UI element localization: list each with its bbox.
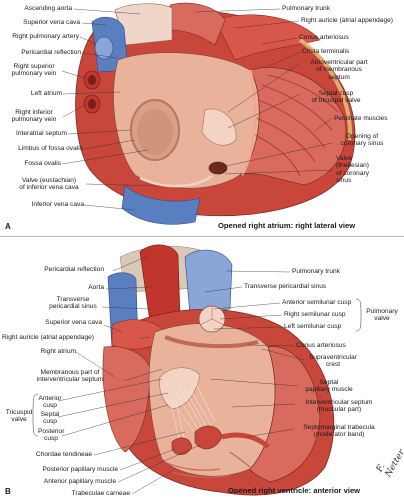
ascending-aorta-shape [114, 3, 173, 46]
tricuspid-brace [32, 393, 39, 437]
label-right-auricle-b: Right auricle (atrial appendage) [2, 334, 95, 341]
septomarginal-trabecula-shape [221, 432, 270, 449]
label-pericardial-reflection-b: Pericardial reflection [44, 266, 104, 273]
pulmonary-trunk-shape-b [184, 249, 233, 316]
panel-b-caption: Opened right ventricle: anterior view [228, 486, 361, 495]
label-right-superior-pulmonary-vein: Right superior pulmonary vein [11, 63, 57, 78]
label-pectinate-muscles: Pectinate muscles [334, 115, 388, 122]
supraventricular-crest-shape [164, 335, 259, 349]
panel-b-letter: B [5, 487, 11, 496]
label-septal-cusp-b: Septal cusp [40, 411, 60, 426]
label-right-semilunar-cusp: Right semilunar cusp [284, 311, 346, 318]
label-inferior-vena-cava: Inferior vena cava [31, 201, 84, 208]
panel-a-letter: A [5, 222, 11, 231]
label-limbus-of-fossa-ovalis: Limbus of fossa ovalis [18, 145, 83, 152]
label-pulmonary-trunk-b: Pulmonary trunk [292, 268, 341, 275]
right-ventricle-illustration [32, 244, 362, 496]
coronary-sinus-opening-shape [208, 161, 228, 175]
pulmonary-trunk-shape [169, 2, 226, 46]
anterior-papillary-muscle-shape [194, 425, 223, 450]
label-superior-vena-cava-b: Superior vena cava [45, 319, 102, 326]
label-valve-eustachian: Valve (eustachian) of inferior vena cava [19, 177, 79, 192]
label-pericardial-reflection: Pericardial reflection [21, 49, 81, 56]
panel-a-right-atrium: Ascending aorta Superior vena cava Right… [0, 0, 404, 236]
panel-a-caption: Opened right atrium: right lateral view [218, 221, 356, 230]
pulmonary-valve-brace [355, 298, 362, 332]
label-right-pulmonary-artery: Right pulmonary artery [12, 33, 79, 40]
reflected-ventricular-wall [249, 346, 321, 483]
label-septal-cusp-tricuspid: Septal cusp of tricuspid valve [311, 90, 361, 105]
septal-cusp-shape [201, 108, 237, 146]
label-interatrial-septum: Interatrial septum [16, 130, 67, 137]
panel-b-leader-lines [57, 254, 305, 495]
label-pulmonary-valve: Pulmonary valve [366, 308, 398, 323]
label-aorta-b: Aorta [88, 284, 104, 291]
label-transverse-pericardial-sinus-left: Transverse pericardial sinus [49, 296, 97, 311]
label-pulmonary-trunk: Pulmonary trunk [282, 5, 331, 12]
panel-b-right-ventricle: Pericardial reflection Aorta Transverse … [0, 237, 404, 500]
label-superior-vena-cava: Superior vena cava [23, 19, 80, 26]
label-trabeculae-carneae: Trabeculae carneae [71, 490, 130, 497]
inferior-vena-cava-shape [121, 184, 201, 225]
label-anterior-cusp: Anterior cusp [38, 395, 62, 410]
label-interventricular-septum: Interventricular septum (muscular part) [305, 399, 373, 414]
trabeculae-carneae-ridges [164, 451, 253, 478]
pectinate-muscles-ridges [254, 74, 339, 177]
label-posterior-cusp: Posterior cusp [38, 428, 65, 443]
label-supraventricular-crest: Supraventricular crest [308, 354, 357, 369]
label-anterior-papillary-muscle: Anterior papillary muscle [43, 478, 116, 485]
panel-divider [0, 236, 404, 237]
label-right-inferior-pulmonary-vein: Right inferior pulmonary vein [11, 109, 57, 124]
label-conus-arteriosus: Conus arteriosus [299, 34, 349, 41]
label-atrioventricular-part: Atrioventricular part of membranous sept… [310, 59, 368, 81]
label-anterior-semilunar-cusp: Anterior semilunar cusp [282, 299, 352, 306]
label-septal-papillary-muscle: Septal papillary muscle [305, 379, 353, 394]
label-septomarginal-trabecula: Septomarginal trabecula (moderator band) [303, 424, 375, 439]
right-atrium-illustration [61, 2, 356, 225]
label-membranous-part: Membranous part of interventricular sept… [36, 369, 104, 384]
label-valve-thebesian: Valve (thebesian) of coronary sinus [336, 155, 369, 185]
label-left-semilunar-cusp: Left semilunar cusp [284, 323, 342, 330]
panel-a-leader-lines [61, 8, 333, 211]
crista-terminalis-ridge [240, 69, 257, 176]
label-tricuspid-valve: Tricuspid valve [5, 409, 33, 424]
label-posterior-papillary-muscle: Posterior papillary muscle [42, 466, 119, 473]
label-ascending-aorta: Ascending aorta [24, 5, 72, 12]
chordae-tendineae-lines [167, 381, 216, 443]
eustachian-valve-shape [139, 174, 213, 188]
right-auricle-shape [214, 14, 321, 61]
right-atrium-shape-b [102, 346, 151, 453]
aorta-shape-b [139, 244, 181, 323]
right-pulmonary-artery-shape [94, 36, 114, 60]
label-conus-arteriosus-b: Conus arteriosus [296, 342, 346, 349]
label-transverse-pericardial-sinus-right: Transverse pericardial sinus [244, 283, 327, 290]
posterior-papillary-muscle-shape [171, 437, 193, 456]
label-right-atrium-b: Right atrium [40, 348, 76, 355]
epicardial-fat [298, 38, 353, 141]
label-chordae-tendineae: Chordae tendineae [35, 451, 92, 458]
label-right-auricle: Right auricle (atrial appendage) [301, 17, 394, 24]
label-crista-terminalis: Crista terminalis [302, 48, 350, 55]
label-left-atrium: Left atrium [30, 90, 62, 97]
label-fossa-ovalis: Fossa ovalis [24, 160, 61, 167]
label-opening-coronary-sinus: Opening of coronary sinus [340, 133, 384, 148]
